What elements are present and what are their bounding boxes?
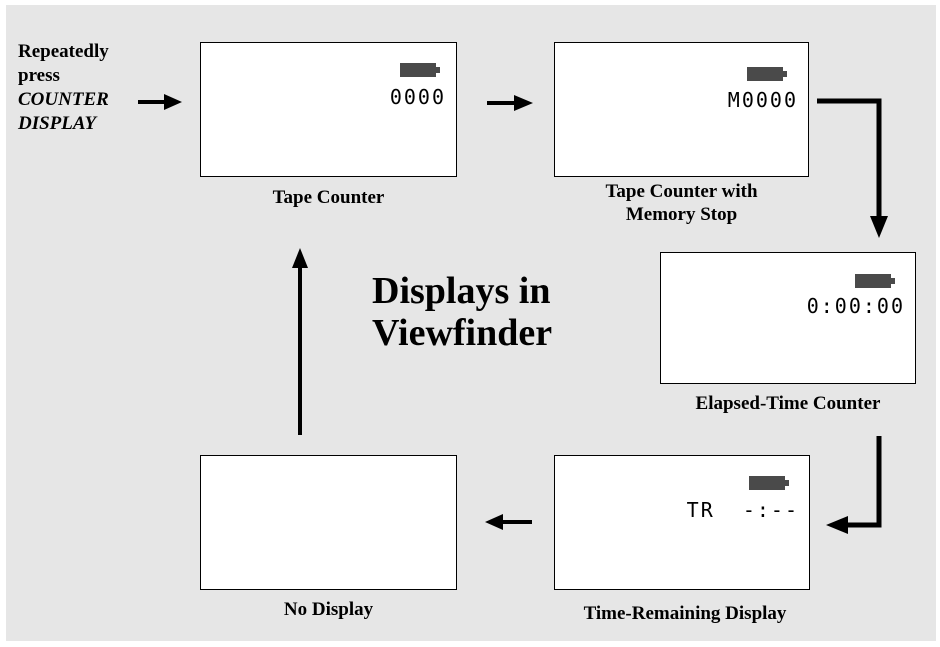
arrow-tape-counter-to-memory-stop	[487, 95, 533, 111]
arrow-no-display-to-tape-counter	[292, 248, 308, 435]
no-display-caption: No Display	[283, 599, 374, 620]
instruction-line-1: Repeatedly	[18, 41, 109, 62]
tape-counter-screen: 0000	[200, 42, 457, 177]
tape-counter-caption: Tape Counter	[272, 187, 385, 208]
battery-icon	[749, 476, 789, 490]
memory-stop-screen: M0000	[554, 42, 809, 177]
elapsed-time-screen: 0:00:00	[660, 252, 916, 384]
tape-counter-readout: 0000	[389, 85, 446, 109]
instruction-text: Repeatedly press COUNTER DISPLAY	[18, 40, 109, 136]
arrow-memory-stop-to-elapsed	[817, 98, 888, 238]
battery-icon	[400, 63, 440, 77]
title-line-1: Displays in	[372, 270, 551, 312]
memory-stop-caption-line-1: Tape Counter with	[605, 181, 758, 202]
diagram-title: Displays in Viewfinder	[372, 270, 552, 354]
arrow-time-remaining-to-no-display	[485, 514, 532, 530]
instruction-line-3: COUNTER	[18, 89, 109, 110]
time-remaining-screen: TR -:--	[554, 455, 810, 590]
battery-icon	[747, 67, 787, 81]
arrow-elapsed-to-time-remaining	[826, 436, 882, 534]
elapsed-time-caption: Elapsed-Time Counter	[695, 393, 881, 414]
instruction-line-2: press	[18, 65, 60, 86]
elapsed-time-readout: 0:00:00	[806, 294, 905, 318]
title-line-2: Viewfinder	[372, 312, 553, 354]
memory-stop-caption-line-2: Memory Stop	[625, 204, 738, 225]
time-remaining-readout: TR -:--	[686, 498, 799, 522]
arrow-instruction-to-tape-counter	[138, 94, 182, 110]
battery-icon	[855, 274, 895, 288]
instruction-line-4: DISPLAY	[18, 113, 97, 134]
memory-stop-caption: Tape Counter with Memory Stop	[554, 180, 809, 226]
time-remaining-caption: Time-Remaining Display	[583, 603, 787, 624]
no-display-screen	[200, 455, 457, 590]
memory-stop-readout: M0000	[727, 88, 798, 112]
